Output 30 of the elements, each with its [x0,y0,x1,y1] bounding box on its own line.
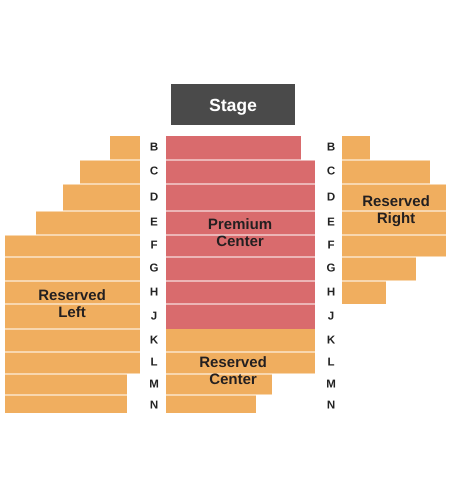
row-letter: G [150,262,158,276]
row-letter: D [326,191,336,204]
row-letter: M [149,378,159,391]
row-letter: K [326,334,336,347]
row-letter: L [327,356,335,370]
row-letter: M [326,378,336,391]
row-letter: H [150,286,158,299]
row-letter: C [326,166,336,178]
row-letter: L [150,356,158,370]
section-label: Reserved Left [38,287,106,321]
row-letter: N [150,400,158,412]
section-label: Reserved Center [199,354,267,388]
section-label: Premium Center [208,216,272,250]
row-letter: J [328,310,334,323]
section-label: Reserved Right [362,192,430,226]
row-letter: H [326,286,336,299]
row-letter: K [150,334,158,347]
stage-block [171,84,295,125]
row-letter: D [150,191,158,204]
stage-label: Stage [209,94,257,116]
row-letter: F [327,240,335,252]
row-letter: J [150,310,158,323]
row-letter: G [326,262,336,276]
row-letter: C [150,166,158,178]
row-letter: E [327,216,335,230]
row-letter: B [326,142,336,154]
row-letter: F [150,240,158,252]
row-letter: E [150,216,158,230]
row-letter: N [326,400,336,412]
row-letter: B [150,142,158,154]
